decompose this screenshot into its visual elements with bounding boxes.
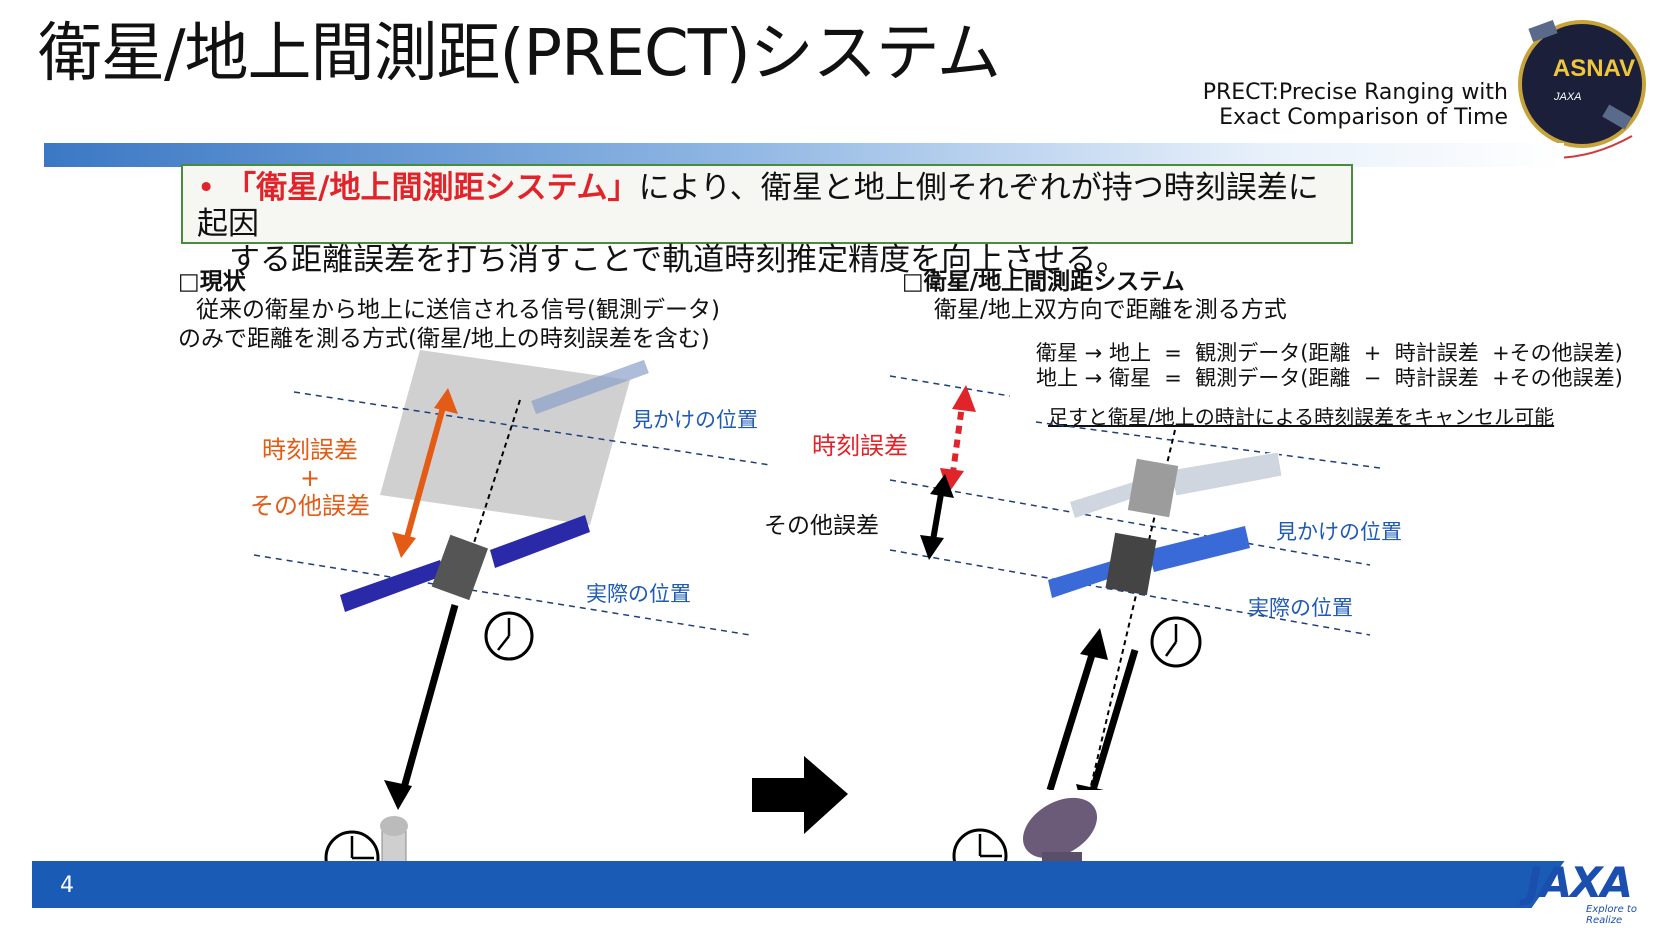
left-diagram <box>253 350 770 810</box>
apparent-satellite-body <box>1127 458 1179 518</box>
error-double-arrow <box>402 399 448 546</box>
badge-ring <box>1518 20 1646 148</box>
subtitle-line-1: PRECT:Precise Ranging with <box>1202 80 1508 105</box>
apparent-position-line <box>293 391 770 466</box>
error-label-line-3: その他誤差 <box>250 492 370 520</box>
callout-highlight: 「衛星/地上間測距システム」 <box>225 170 639 206</box>
right-actual-line <box>889 549 1371 636</box>
error-label-line-2: + <box>299 464 321 492</box>
left-apparent-label: 見かけの位置 <box>632 408 758 432</box>
left-actual-label: 実際の位置 <box>586 582 691 606</box>
callout-line-2: する距離誤差を打ち消すことで軌道時刻推定精度を向上させる。 <box>229 242 1128 278</box>
page-number: 4 <box>60 873 74 898</box>
left-heading: □現状 <box>178 269 246 295</box>
right-actual-label: 実際の位置 <box>1248 596 1353 620</box>
summary-callout: • 「衛星/地上間測距システム」により、衛星と地上側それぞれが持つ時刻誤差に起因… <box>181 164 1353 278</box>
equation-uplink: 地上 → 衛星 = 観測データ(距離 − 時計誤差 +その他誤差) <box>1036 366 1623 390</box>
other-error-arrow <box>929 487 945 547</box>
subtitle-line-2: Exact Comparison of Time <box>1219 105 1508 130</box>
asnav-badge-logo: ASNAV JAXA <box>1518 19 1646 159</box>
time-error-arrow <box>949 397 966 481</box>
right-apparent-line <box>889 479 1371 566</box>
downlink-arrow-head <box>384 780 412 810</box>
page-title: 衛星/地上間測距(PRECT)システム <box>38 17 1001 91</box>
right-heading: □衛星/地上間測距システム <box>902 269 1185 295</box>
badge-satellite-icon-2 <box>1602 104 1632 130</box>
error-arrow-head-up <box>434 388 458 414</box>
time-error-arrow-head-up <box>952 385 976 412</box>
right-downlink-arrow <box>1086 648 1139 802</box>
ghost-solar-panel <box>531 359 649 415</box>
left-desc-line-2: のみで距離を測る方式(衛星/地上の時刻誤差を含む) <box>178 326 710 352</box>
jaxa-logo: JAXA <box>1526 858 1633 907</box>
right-actual-satellite-panel-left <box>1048 560 1120 598</box>
apparent-satellite-panel-left <box>1070 480 1145 518</box>
error-arrow-head-down <box>392 532 416 558</box>
actual-satellite-panel-right <box>490 515 590 568</box>
right-top-dashed-line <box>889 375 1011 397</box>
title-gradient-bar <box>44 143 1564 167</box>
cancel-note: 足すと衛星/地上の時計による時刻誤差をキャンセル可能 <box>1048 405 1555 429</box>
downlink-arrow <box>398 604 459 796</box>
equation-downlink: 衛星 → 地上 = 観測データ(距離 + 時計誤差 +その他誤差) <box>1036 341 1623 365</box>
right-signal-dashed-line <box>1089 429 1176 791</box>
badge-satellite-icon <box>1528 19 1558 43</box>
footer-bar <box>32 861 1522 908</box>
page-subtitle: PRECT:Precise Ranging with Exact Compari… <box>1128 80 1508 130</box>
actual-satellite-panel-left <box>340 560 445 612</box>
left-error-label: 時刻誤差 + その他誤差 <box>240 436 380 520</box>
right-apparent-label: 見かけの位置 <box>1276 520 1402 544</box>
jaxa-tagline: Explore to Realize <box>1586 904 1637 926</box>
right-actual-satellite-body <box>1105 532 1157 596</box>
actual-position-line <box>253 554 751 636</box>
right-other-error-label: その他誤差 <box>764 513 879 539</box>
right-desc: 衛星/地上双方向で距離を測る方式 <box>934 297 1287 323</box>
callout-line-1-rest: により、衛星と地上側それぞれが持つ時刻誤差に起因 <box>197 170 1319 242</box>
right-time-error-label: 時刻誤差 <box>812 432 908 460</box>
apparent-satellite-panel-right <box>1169 451 1283 497</box>
parabolic-antenna-dish-icon <box>1023 797 1097 859</box>
badge-text: ASNAV <box>1553 55 1635 82</box>
error-label-line-1: 時刻誤差 <box>262 436 358 464</box>
uplink-arrow-head <box>1080 628 1108 660</box>
right-upper-dashed-line <box>1035 421 1381 469</box>
uplink-arrow <box>1046 643 1099 792</box>
callout-line-1: • 「衛星/地上間測距システム」により、衛星と地上側それぞれが持つ時刻誤差に起因 <box>197 170 1335 242</box>
badge-small-text: JAXA <box>1553 91 1582 103</box>
bullet-icon: • <box>197 170 216 206</box>
actual-satellite-body <box>431 534 489 601</box>
ground-antenna-dome <box>380 816 408 836</box>
transition-arrow-icon <box>752 756 848 834</box>
left-desc-line-1: 従来の衛星から地上に送信される信号(観測データ) <box>196 297 720 323</box>
right-diagram <box>889 375 1381 816</box>
right-actual-satellite-panel-right <box>1148 526 1250 572</box>
